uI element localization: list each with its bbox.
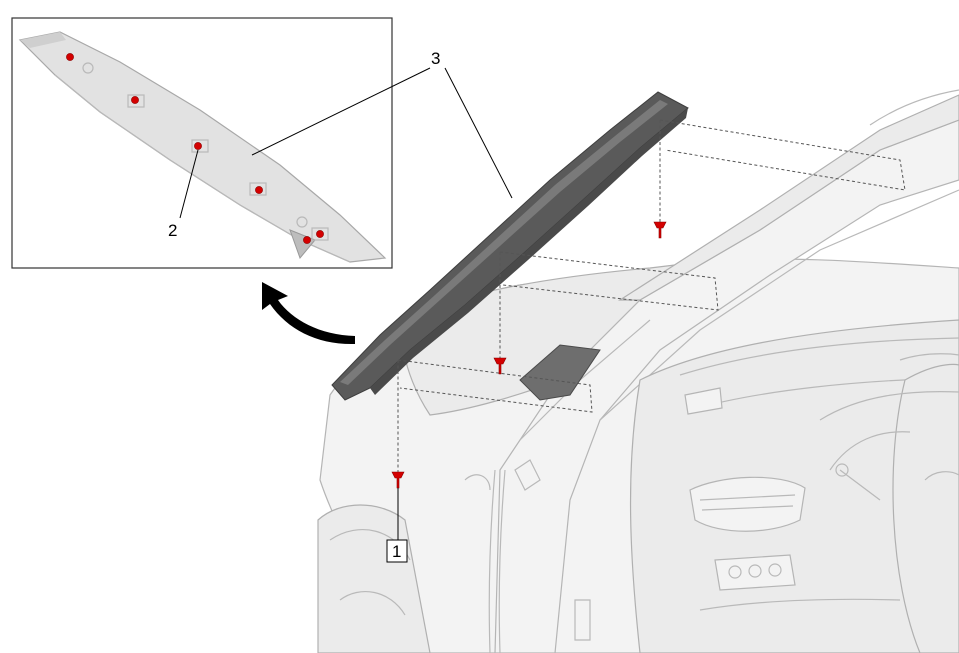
inset-clips — [66, 53, 324, 244]
curved-arrow-icon — [262, 282, 355, 345]
leader-lines — [179, 67, 513, 540]
fastener-top — [653, 221, 667, 239]
svg-text:2: 2 — [168, 221, 177, 240]
a-pillar-trim-panel — [331, 91, 689, 401]
svg-text:1: 1 — [392, 542, 401, 561]
fastener-bottom — [391, 471, 405, 489]
vehicle-body — [317, 89, 959, 653]
fasteners-main — [391, 221, 667, 489]
callout-2: 2 — [168, 221, 177, 240]
fastener-middle — [493, 357, 507, 375]
detail-inset — [11, 17, 393, 269]
callout-3: 3 — [431, 49, 440, 68]
callout-1: 1 — [386, 539, 408, 563]
svg-text:3: 3 — [431, 49, 440, 68]
